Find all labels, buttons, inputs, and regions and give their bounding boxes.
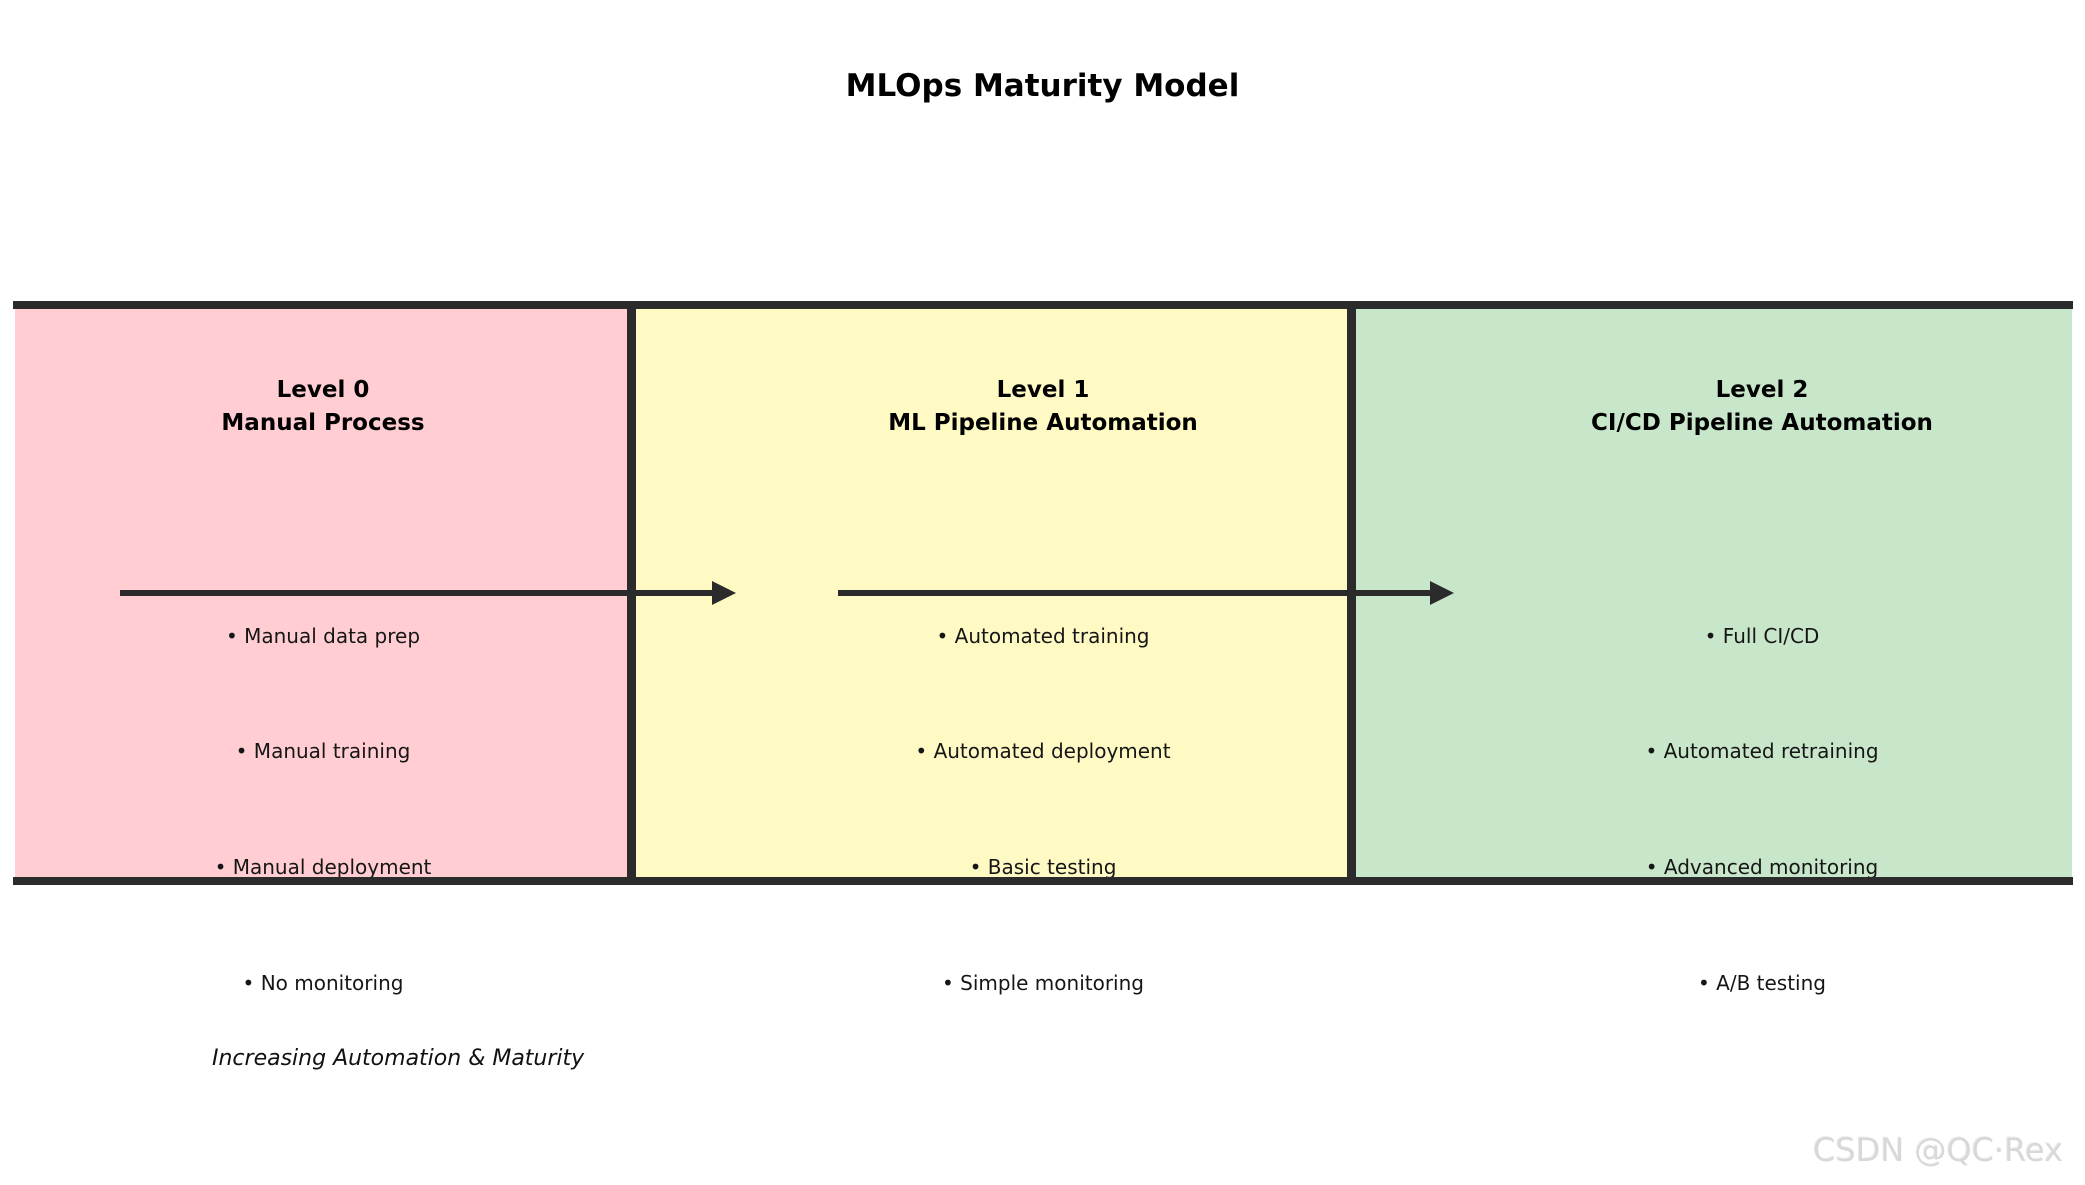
level-1-bullet-simple-monitoring: • Simple monitoring [942,971,1144,995]
level-1-bullet-automated-training: • Automated training [936,624,1150,648]
level-2-bullet-automated-retraining: • Automated retraining [1645,739,1879,763]
level-2-bullet-advanced-monitoring: • Advanced monitoring [1645,855,1879,879]
frame-top-line [13,301,2073,309]
level-0-heading: Level 0 Manual Process [0,374,673,440]
divider-level1-level2 [1347,301,1356,885]
level-1-heading: Level 1 ML Pipeline Automation [693,374,1393,440]
arrow-level1-to-level2-head-icon [1430,581,1454,605]
level-0-name: Manual Process [221,410,425,436]
level-0-bullet-manual-training: • Manual training [235,739,411,763]
arrow-level0-to-level1 [120,590,714,596]
arrow-level0-to-level1-head-icon [712,581,736,605]
level-1-name: ML Pipeline Automation [888,410,1198,436]
level-2-name: CI/CD Pipeline Automation [1591,410,1933,436]
diagram-title: MLOps Maturity Model [845,68,1240,104]
level-1-bullet-basic-testing: • Basic testing [969,855,1117,879]
level-1-bullet-automated-deployment: • Automated deployment [915,739,1171,763]
level-0-bullet-manual-data-prep: • Manual data prep [225,624,421,648]
level-0-label: Level 0 [276,377,370,403]
increasing-automation-note: Increasing Automation & Maturity [212,1046,585,1071]
level-2-bullet-ab-testing: • A/B testing [1698,971,1826,995]
level-2-heading: Level 2 CI/CD Pipeline Automation [1412,374,2085,440]
frame-bottom-line [13,877,2073,885]
level-2-label: Level 2 [1715,377,1809,403]
level-0-bullet-no-monitoring: • No monitoring [242,971,404,995]
level-2-box [1351,305,2072,881]
divider-level0-level1 [627,301,636,885]
arrow-level1-to-level2 [838,590,1432,596]
watermark: CSDN @QC·Rex [1813,1131,2063,1169]
level-2-bullet-full-cicd: • Full CI/CD [1704,624,1820,648]
level-0-bullet-manual-deployment: • Manual deployment [214,855,432,879]
level-1-label: Level 1 [996,377,1090,403]
